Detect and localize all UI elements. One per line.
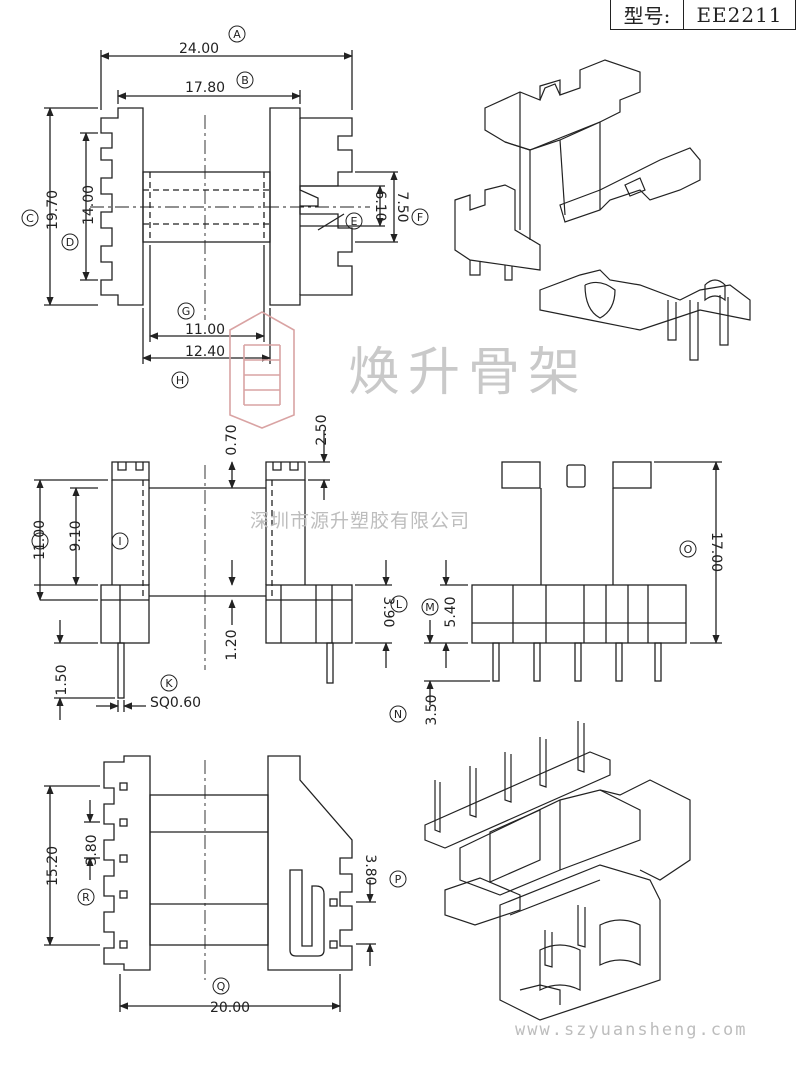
dim-pin-stub: 1.50 <box>54 664 70 695</box>
callout-p: P <box>389 870 407 888</box>
svg-text:N: N <box>394 708 402 721</box>
svg-text:J: J <box>37 535 41 548</box>
svg-text:B: B <box>241 74 249 87</box>
dim-d: 14.00 <box>81 185 97 225</box>
callout-f: F <box>411 208 429 226</box>
dim-n: 3.50 <box>424 694 440 725</box>
callout-k: K <box>160 674 178 692</box>
watermark-company: 深圳市源升塑胶有限公司 <box>250 510 471 532</box>
callout-h: H <box>171 371 189 389</box>
dim-g: 11.00 <box>185 322 225 338</box>
svg-text:E: E <box>351 215 358 228</box>
svg-text:H: H <box>176 374 184 387</box>
callout-e: E <box>345 212 363 230</box>
svg-text:O: O <box>684 543 693 556</box>
dim-top-flange: 2.50 <box>314 414 330 445</box>
callout-d: D <box>61 233 79 251</box>
svg-text:D: D <box>66 236 74 249</box>
model-value: EE2211 <box>696 2 783 27</box>
callout-o: O <box>679 540 697 558</box>
iso-view-top <box>454 59 751 361</box>
svg-text:C: C <box>26 212 34 225</box>
dim-b: 17.80 <box>185 80 225 96</box>
callout-c: C <box>21 209 39 227</box>
bottom-view <box>44 755 376 1012</box>
callout-a: A <box>228 25 246 43</box>
callout-r: R <box>77 888 95 906</box>
svg-text:F: F <box>417 211 423 224</box>
title-block: 型号: EE2211 <box>610 0 796 30</box>
callout-b: B <box>236 71 254 89</box>
dim-i: 9.10 <box>68 520 84 551</box>
svg-text:I: I <box>118 535 121 548</box>
svg-text:Q: Q <box>217 980 226 993</box>
svg-text:M: M <box>425 601 435 614</box>
dim-top-gap: 0.70 <box>224 424 240 455</box>
svg-text:A: A <box>233 28 241 41</box>
callout-n: N <box>389 705 407 723</box>
watermark-website: www.szyuansheng.com <box>515 1020 748 1040</box>
dim-p: 3.80 <box>362 854 378 885</box>
svg-text:R: R <box>82 891 90 904</box>
dim-k: SQ0.60 <box>150 695 201 711</box>
watermark-brand: 焕升骨架 <box>348 343 589 403</box>
svg-text:P: P <box>395 873 402 886</box>
side-view <box>34 430 392 720</box>
dim-base-thk: 1.20 <box>224 629 240 660</box>
dim-m: 5.40 <box>443 596 459 627</box>
callout-l: L <box>390 595 408 613</box>
top-view <box>44 50 398 364</box>
iso-view-bottom <box>424 721 691 1021</box>
dim-l: 3.90 <box>380 596 396 627</box>
front-view <box>424 461 722 705</box>
dim-r: 3.80 <box>84 834 100 865</box>
brand-logo <box>229 311 295 429</box>
dim-h: 12.40 <box>185 344 225 360</box>
dim-j: 11.00 <box>32 520 48 560</box>
svg-text:L: L <box>396 598 403 611</box>
svg-text:G: G <box>182 305 191 318</box>
dim-o: 17.00 <box>708 532 724 572</box>
dim-a: 24.00 <box>179 41 219 57</box>
callout-j: J <box>31 532 49 550</box>
svg-text:K: K <box>165 677 173 690</box>
dim-q: 20.00 <box>210 1000 250 1016</box>
callout-q: Q <box>212 977 230 995</box>
callout-g: G <box>177 302 195 320</box>
callout-m: M <box>421 598 439 616</box>
model-label: 型号: <box>611 0 684 29</box>
dim-f: 7.50 <box>394 191 410 222</box>
dim-e: 6.10 <box>372 190 388 221</box>
callout-i: I <box>111 532 129 550</box>
dim-c: 19.70 <box>45 190 61 230</box>
dim-pin-span: 15.20 <box>45 846 61 886</box>
